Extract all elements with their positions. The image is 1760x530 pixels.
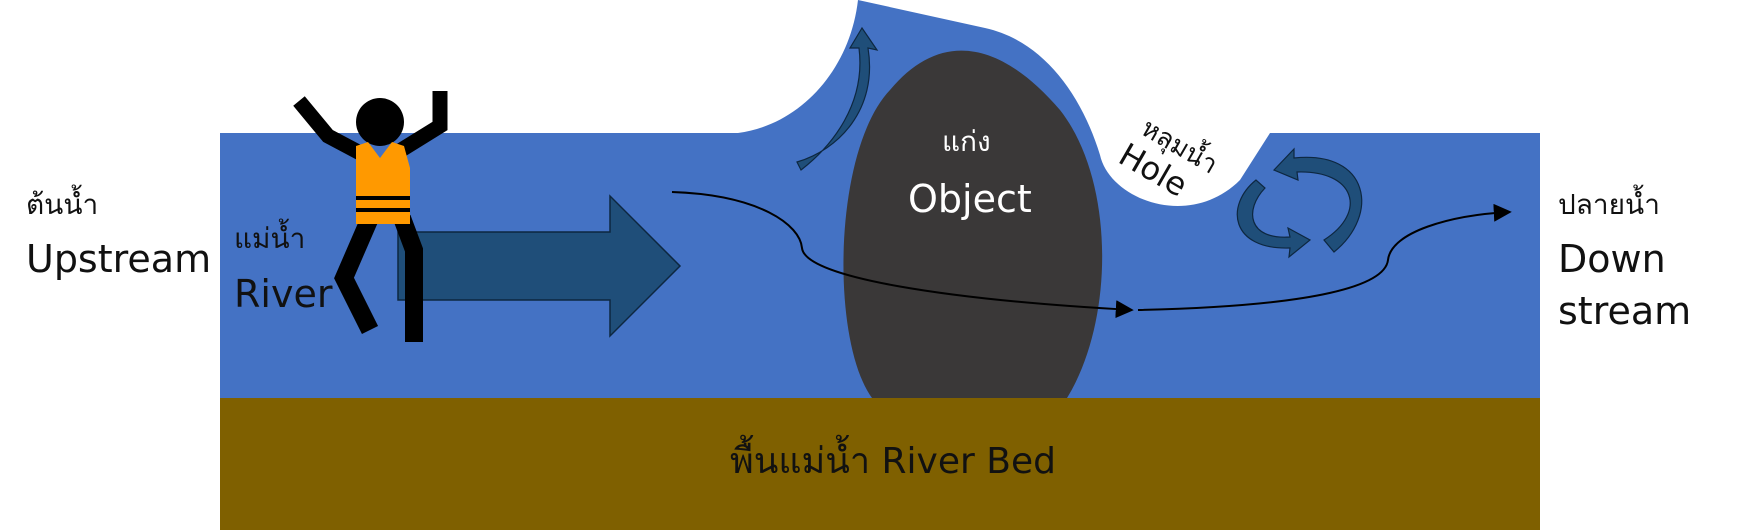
river-label: River <box>234 272 333 316</box>
upstream-label: Upstream <box>26 237 212 281</box>
swimmer-right-arm <box>394 91 448 159</box>
life-jacket <box>356 142 410 224</box>
swimmer-left-arm <box>293 96 366 161</box>
object-rock <box>843 50 1103 398</box>
upstream-thai-label: ต้นน้ำ <box>26 188 99 221</box>
flow-arrow-large <box>397 194 682 338</box>
recirculation-arrow-top <box>1272 147 1363 253</box>
wave-curl-arrow <box>796 26 879 171</box>
riverbed-label: พื้นแม่น้ำ River Bed <box>730 441 1056 482</box>
swimmer-head <box>356 98 404 146</box>
object-label: Object <box>908 177 1032 221</box>
swimmer-figure <box>293 91 448 342</box>
swimmer-left-leg <box>334 214 379 335</box>
downstream-label-line2: stream <box>1558 289 1692 333</box>
life-jacket-strap <box>356 208 410 212</box>
swimmer-right-leg <box>393 214 423 342</box>
object-thai-label: แก่ง <box>942 125 991 158</box>
flow-line-downstream <box>1137 203 1512 311</box>
downstream-label-line1: Down <box>1558 237 1666 281</box>
flow-line <box>671 191 1134 319</box>
riverbed <box>220 398 1540 530</box>
downstream-thai-label: ปลายน้ำ <box>1558 188 1660 221</box>
river-thai-label: แม่น้ำ <box>234 222 306 255</box>
recirculation-arrow-bottom <box>1236 179 1312 259</box>
life-jacket-strap <box>356 196 410 200</box>
